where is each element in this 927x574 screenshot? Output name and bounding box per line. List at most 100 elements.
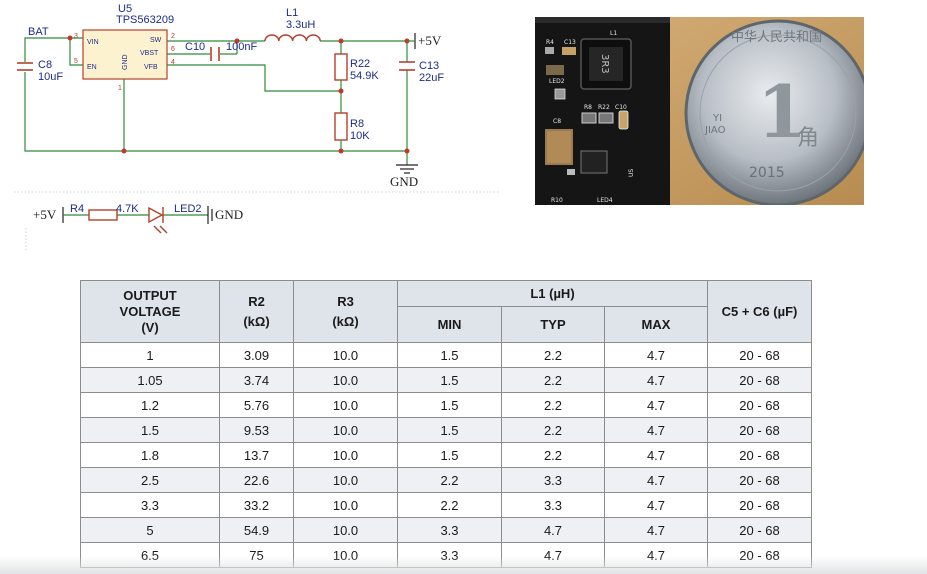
table-cell: 10.0	[293, 367, 398, 393]
table-cell: 10.0	[293, 467, 398, 493]
table-cell: 5	[80, 517, 220, 543]
table-cell: 10.0	[293, 542, 398, 568]
table-cell: 20 - 68	[707, 442, 812, 468]
pin-gnd-label: GND	[122, 54, 129, 70]
r4-resistor	[88, 209, 118, 221]
pin-num-sw: 2	[171, 33, 175, 40]
photo-label-c10: C10	[615, 104, 627, 111]
gnd-symbol	[396, 164, 418, 174]
r4-ref: R4	[70, 203, 84, 215]
table-cell: 3.3	[501, 492, 605, 518]
pin-num-gnd: 1	[118, 85, 122, 92]
header-output-voltage-line2: VOLTAGE	[119, 303, 181, 319]
header-r3-unit: (kΩ)	[332, 313, 359, 329]
gnd-net-label: GND	[390, 174, 418, 189]
c13-ref: C13	[419, 60, 439, 72]
schematic-wires	[24, 37, 408, 165]
c13-value: 22uF	[419, 72, 444, 84]
c13-capacitor	[399, 61, 415, 71]
table-cell: 1.5	[397, 442, 502, 468]
table-cell: 3.74	[219, 367, 294, 393]
table-cell: 1.2	[80, 392, 220, 418]
photo-label-c8: C8	[553, 118, 561, 125]
pin-sw-label: SW	[150, 37, 162, 44]
out-net-label: +5V	[418, 33, 442, 48]
table-cell: 6.5	[80, 542, 220, 568]
led-vin-label: +5V	[33, 207, 57, 222]
coin-top-arc: 中华人民共和国	[731, 30, 822, 45]
u5-ref: U5	[118, 3, 132, 15]
r22-resistor	[334, 53, 348, 81]
guide-lines	[14, 191, 500, 250]
r22-ref: R22	[350, 58, 370, 70]
table-cell: 4.7	[604, 367, 708, 393]
table-cell: 4.7	[604, 492, 708, 518]
table-cell: 20 - 68	[707, 517, 812, 543]
c10-value: 100nF	[226, 41, 257, 53]
table-cell: 4.7	[501, 542, 605, 568]
u5-ic-body	[82, 29, 168, 80]
board-photo-drawing: 3R3 R4 C13 L1 LED2 R8 R22 C10 C8 US R10 …	[535, 17, 864, 205]
table-cell: 13.7	[219, 442, 294, 468]
coin	[684, 19, 864, 205]
coin-denomination: 1	[757, 69, 807, 154]
table-cell: 3.3	[80, 492, 220, 518]
photo-label-r8: R8	[584, 104, 592, 111]
table-cell: 1.5	[80, 417, 220, 443]
header-output-voltage-line3: (V)	[141, 319, 159, 335]
photo-label-led2: LED2	[549, 78, 565, 85]
table-cell: 3.3	[501, 467, 605, 493]
l1-value: 3.3uH	[286, 19, 315, 31]
header-max: MAX	[604, 306, 708, 343]
photo-label-3r3: 3R3	[599, 54, 610, 74]
c8-value: 10uF	[38, 71, 63, 83]
coin-pinyin-yi: YI	[712, 113, 722, 124]
table-cell: 1.5	[397, 367, 502, 393]
schematic-diagram: U5 TPS563209 VIN EN GND SW VBST VFB 3 5 …	[14, 3, 500, 250]
table-cell: 4.7	[604, 442, 708, 468]
table-cell: 4.7	[604, 417, 708, 443]
photo-label-us: US	[628, 169, 635, 177]
table-cell: 2.2	[501, 442, 605, 468]
header-r2-name: R2	[248, 293, 265, 309]
table-cell: 4.7	[604, 342, 708, 368]
table-cell: 2.2	[501, 342, 605, 368]
table-cell: 20 - 68	[707, 492, 812, 518]
led-gnd-label: GND	[215, 207, 243, 222]
table-cell: 10.0	[293, 342, 398, 368]
table-cell: 10.0	[293, 392, 398, 418]
smd-pads	[545, 47, 629, 175]
pin-num-vin: 3	[74, 33, 78, 40]
table-cell: 20 - 68	[707, 392, 812, 418]
c10-ref: C10	[185, 41, 205, 53]
table-cell: 10.0	[293, 417, 398, 443]
r8-value: 10K	[350, 130, 370, 142]
header-r2-unit: (kΩ)	[243, 313, 270, 329]
c8-ref: C8	[38, 59, 52, 71]
table-cell: 1.8	[80, 442, 220, 468]
coin-pinyin-jiao: JIAO	[704, 125, 726, 136]
table-cell: 3.09	[219, 342, 294, 368]
photo-label-led4: LED4	[597, 197, 613, 204]
pin-en-label: EN	[87, 64, 97, 71]
values-table: OUTPUT VOLTAGE (V) R2 (kΩ) R3 (kΩ) L1 (µ…	[80, 279, 812, 568]
led2-ref: LED2	[174, 203, 202, 215]
table-cell: 1.05	[80, 367, 220, 393]
header-typ: TYP	[501, 306, 605, 343]
pin-vfb-label: VFB	[144, 64, 158, 71]
table-cell: 4.7	[501, 517, 605, 543]
u5-part: TPS563209	[116, 14, 174, 26]
table-cell: 2.2	[501, 417, 605, 443]
table-cell: 9.53	[219, 417, 294, 443]
table-cell: 4.7	[604, 467, 708, 493]
header-min: MIN	[397, 306, 502, 343]
junction-dots	[67, 35, 410, 154]
c8-capacitor	[17, 62, 33, 71]
r8-resistor	[334, 112, 348, 141]
